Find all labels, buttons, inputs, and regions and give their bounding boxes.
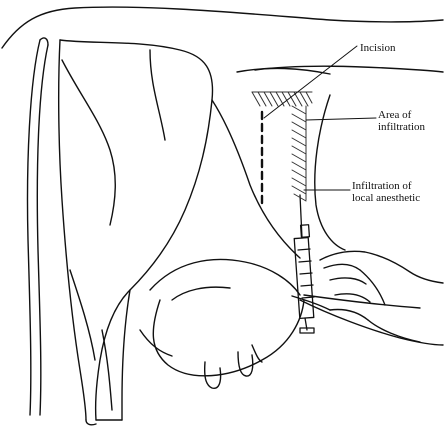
teat-rear [252,345,262,362]
cow-rear-leg [59,40,86,420]
label-incision: Incision [360,42,395,54]
cow-flank-outline [237,68,330,74]
label-infiltration-of-local-anesthetic: Infiltration of local anesthetic [352,180,420,204]
syringe [294,195,314,333]
cow-tail-inner [37,45,48,415]
cow-belly-curve [315,95,345,250]
leader-incision [264,46,357,118]
label-area-of-infiltration: Area of infiltration [378,109,425,133]
udder-outline [153,300,304,376]
teat-mid [238,352,253,376]
leader-area [306,118,376,120]
